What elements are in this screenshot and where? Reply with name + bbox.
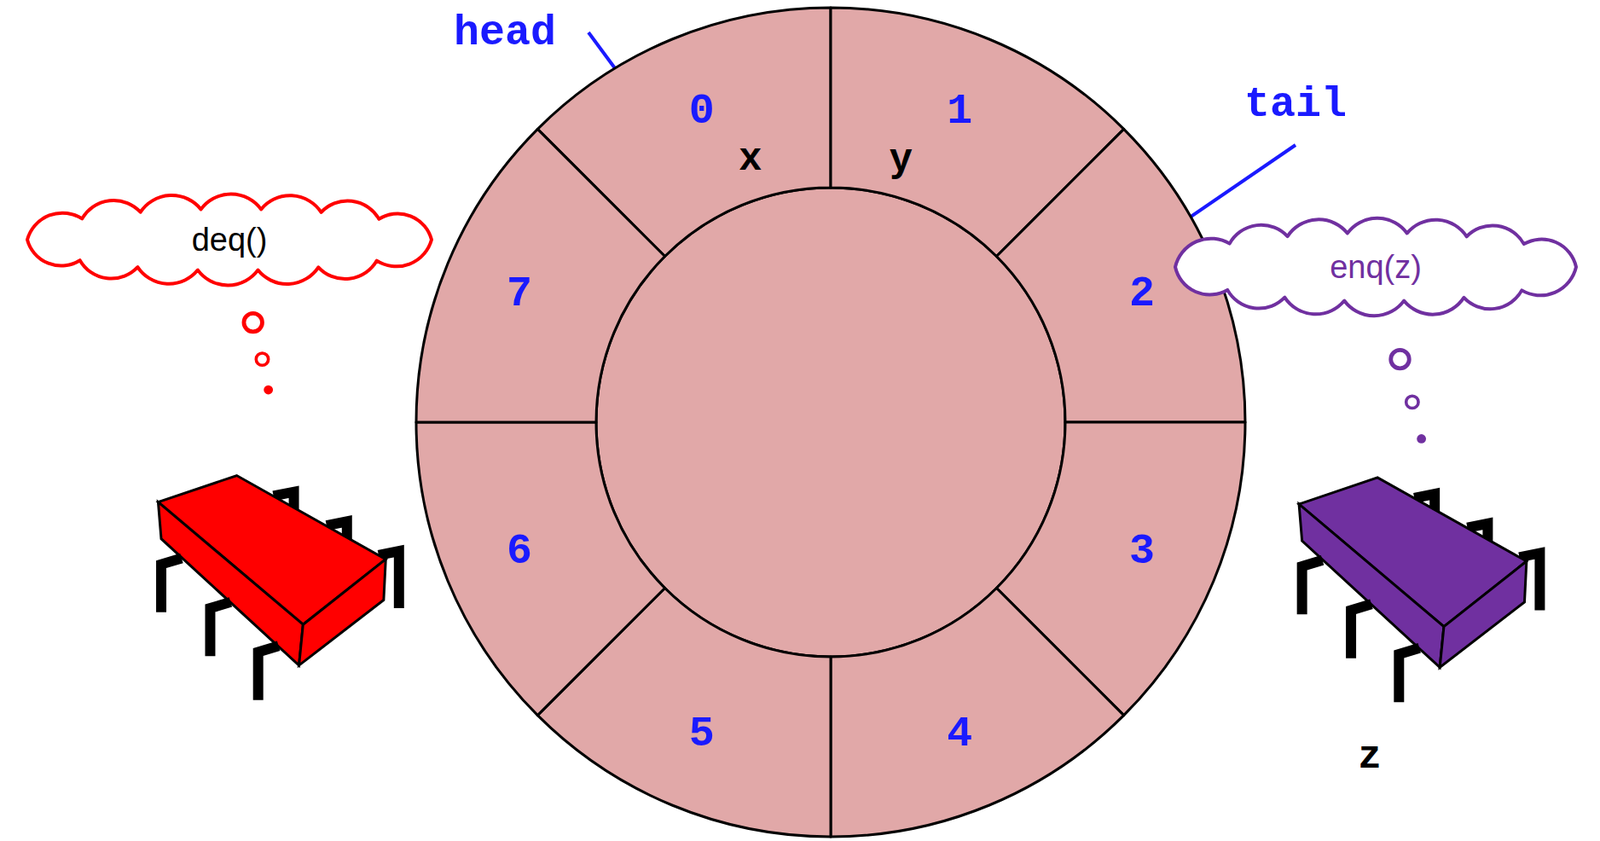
chip-side (1439, 561, 1527, 667)
slot-outline (830, 587, 1125, 837)
slot-index: 3 (1129, 527, 1155, 576)
thought-cloud: deq() (10, 191, 449, 288)
cloud-text: enq(z) (1329, 249, 1422, 286)
slot-index: 4 (946, 708, 973, 758)
scaled-figures (157, 313, 1540, 702)
chip-leg (1350, 603, 1372, 658)
slot-index: 6 (506, 527, 533, 576)
buffer-hub (596, 187, 1066, 657)
chip-side (157, 502, 303, 666)
red-processor (157, 475, 399, 701)
thought-bubble (243, 313, 263, 332)
chip-side (299, 559, 387, 666)
pointer-label: tail (1244, 80, 1347, 129)
slot-index: 5 (689, 708, 715, 758)
buffer-slot: 6 (413, 419, 668, 719)
slot-outline (416, 422, 666, 716)
cloud-outline (1175, 218, 1577, 317)
slot-index: 0 (689, 86, 715, 136)
slot-outline (416, 128, 666, 423)
node-shape (413, 419, 668, 719)
item-label: z (1357, 735, 1382, 780)
slot-value: y (888, 138, 913, 183)
buffer-slot: 7 (413, 126, 668, 426)
chip-leg (1398, 648, 1420, 702)
thought-bubble (263, 385, 273, 395)
cloud-outline (27, 194, 432, 286)
slot-index: 1 (946, 86, 973, 136)
purple-processor (1298, 477, 1540, 702)
slot-index: 7 (506, 268, 533, 318)
slot-value: x (738, 137, 763, 182)
thought-bubble (1416, 434, 1427, 444)
cloud-text: deq() (191, 221, 268, 259)
thought-bubble (255, 353, 268, 366)
pointer-label: head (453, 8, 557, 58)
buffer-slot: 4 (828, 585, 1127, 840)
thought-bubble (1391, 349, 1410, 369)
slot-index: 2 (1129, 268, 1155, 318)
node-shape (828, 585, 1127, 840)
chip-side (1298, 504, 1444, 667)
thought-bubble (1406, 395, 1419, 408)
chip-leg (1302, 560, 1323, 615)
node-shape (413, 126, 668, 426)
thought-cloud: enq(z) (1158, 215, 1594, 319)
chip-leg (258, 645, 279, 700)
chip-leg (161, 557, 182, 612)
chip-leg (209, 602, 231, 656)
